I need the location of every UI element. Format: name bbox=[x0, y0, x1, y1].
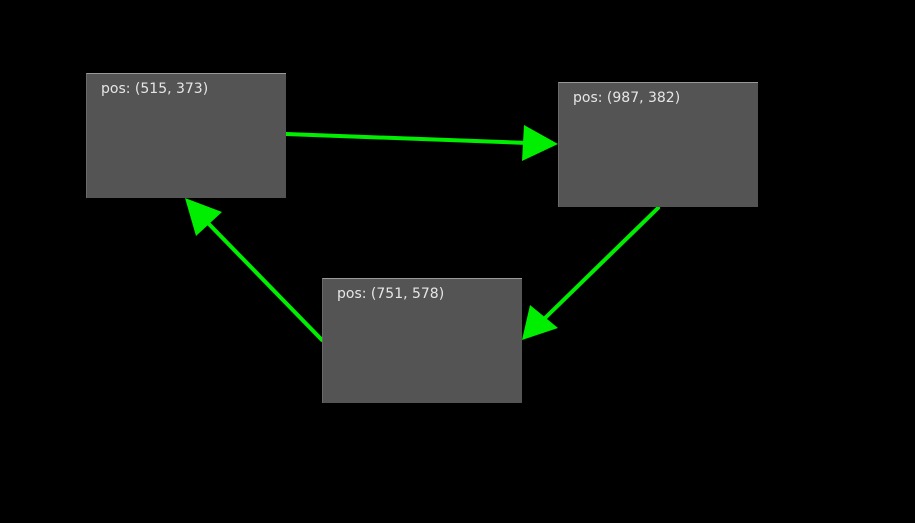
edge-a-to-b bbox=[284, 125, 558, 161]
node-position-label: pos: (515, 373) bbox=[101, 81, 209, 97]
node-position-label: pos: (987, 382) bbox=[573, 90, 681, 106]
graph-node-c[interactable]: pos: (751, 578) bbox=[322, 278, 522, 403]
edge-b-to-c bbox=[522, 206, 660, 340]
edge-c-to-a bbox=[185, 198, 324, 342]
arrowhead-icon bbox=[185, 198, 222, 236]
arrowhead-icon bbox=[522, 305, 558, 340]
graph-node-b[interactable]: pos: (987, 382) bbox=[558, 82, 758, 207]
graph-node-a[interactable]: pos: (515, 373) bbox=[86, 73, 286, 198]
arrowhead-icon bbox=[522, 125, 558, 161]
node-position-label: pos: (751, 578) bbox=[337, 286, 445, 302]
